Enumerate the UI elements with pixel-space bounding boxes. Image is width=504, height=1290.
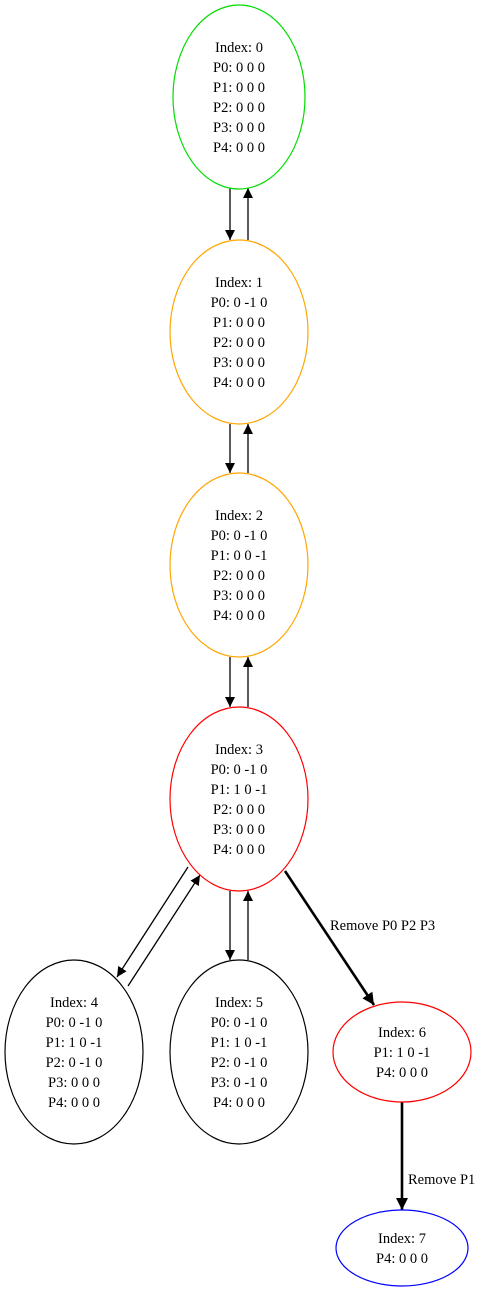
node-1-line-2: P1: 0 0 0 (213, 315, 265, 331)
edge-label-3-to-6: Remove P0 P2 P3 (330, 918, 435, 934)
node-7-ellipse (335, 1209, 469, 1287)
node-3-line-0: Index: 3 (215, 742, 263, 758)
node-2-ellipse (169, 472, 309, 658)
node-0-ellipse (172, 4, 306, 190)
node-7: Index: 7 P4: 0 0 0 (335, 1209, 469, 1287)
node-1: Index: 1 P0: 0 -1 0 P1: 0 0 0 P2: 0 0 0 P3: … (169, 239, 309, 425)
node-4-line-0: Index: 4 (50, 995, 99, 1011)
edge-4-to-3 (127, 874, 201, 987)
node-6-line-0: Index: 6 (378, 1025, 426, 1041)
node-0-line-3: P2: 0 0 0 (213, 100, 265, 116)
node-3-ellipse (169, 706, 309, 892)
node-0-line-1: P0: 0 0 0 (213, 60, 265, 76)
node-2-line-5: P4: 0 0 0 (213, 608, 265, 624)
node-3-line-5: P4: 0 0 0 (213, 842, 265, 858)
edges-group: Remove P0 P2 P3 Remove P1 (116, 188, 475, 1210)
node-1-line-1: P0: 0 -1 0 (211, 295, 268, 311)
node-0-line-2: P1: 0 0 0 (213, 80, 265, 96)
node-2-line-0: Index: 2 (215, 508, 263, 524)
node-1-line-0: Index: 1 (215, 275, 263, 291)
node-5-line-0: Index: 5 (215, 995, 263, 1011)
node-6-line-1: P1: 1 0 -1 (374, 1045, 431, 1061)
node-7-line-0: Index: 7 (378, 1231, 426, 1247)
node-2: Index: 2 P0: 0 -1 0 P1: 0 0 -1 P2: 0 0 0 P3:… (169, 472, 309, 658)
node-4-line-2: P1: 1 0 -1 (46, 1035, 103, 1051)
node-0-line-0: Index: 0 (215, 40, 263, 56)
node-5-ellipse (169, 959, 309, 1145)
node-6-ellipse (332, 1001, 472, 1103)
node-5-line-5: P4: 0 0 0 (213, 1095, 265, 1111)
node-3-line-1: P0: 0 -1 0 (211, 762, 268, 778)
node-2-line-3: P2: 0 0 0 (213, 568, 265, 584)
node-6-line-2: P4: 0 0 0 (376, 1065, 428, 1081)
node-4-line-4: P3: 0 0 0 (48, 1075, 100, 1091)
node-5-line-4: P3: 0 -1 0 (211, 1075, 268, 1091)
node-7-line-1: P4: 0 0 0 (376, 1251, 428, 1267)
node-5-line-3: P2: 0 -1 0 (211, 1055, 268, 1071)
node-3: Index: 3 P0: 0 -1 0 P1: 1 0 -1 P2: 0 0 0 P3:… (169, 706, 309, 892)
node-5: Index: 5 P0: 0 -1 0 P1: 1 0 -1 P2: 0 -1 0 P3… (169, 959, 309, 1145)
node-4-line-1: P0: 0 -1 0 (46, 1015, 103, 1031)
node-1-ellipse (169, 239, 309, 425)
node-4-line-5: P4: 0 0 0 (48, 1095, 100, 1111)
node-0: Index: 0 P0: 0 0 0 P1: 0 0 0 P2: 0 0 0 P3: 0… (172, 4, 306, 190)
node-0-line-4: P3: 0 0 0 (213, 120, 265, 136)
edge-3-to-6 (283, 870, 376, 1006)
nodes-group: Index: 0 P0: 0 0 0 P1: 0 0 0 P2: 0 0 0 P3: 0… (4, 4, 472, 1287)
node-5-line-2: P1: 1 0 -1 (211, 1035, 268, 1051)
node-4-line-3: P2: 0 -1 0 (46, 1055, 103, 1071)
node-1-line-5: P4: 0 0 0 (213, 375, 265, 391)
node-3-line-2: P1: 1 0 -1 (211, 782, 268, 798)
node-1-line-4: P3: 0 0 0 (213, 355, 265, 371)
node-3-line-3: P2: 0 0 0 (213, 802, 265, 818)
node-4: Index: 4 P0: 0 -1 0 P1: 1 0 -1 P2: 0 -1 0 P3… (4, 959, 144, 1145)
edge-label-6-to-7: Remove P1 (408, 1172, 475, 1188)
node-6: Index: 6 P1: 1 0 -1 P4: 0 0 0 (332, 1001, 472, 1103)
node-4-ellipse (4, 959, 144, 1145)
node-1-line-3: P2: 0 0 0 (213, 335, 265, 351)
node-5-line-1: P0: 0 -1 0 (211, 1015, 268, 1031)
node-2-line-2: P1: 0 0 -1 (211, 548, 268, 564)
node-3-line-4: P3: 0 0 0 (213, 822, 265, 838)
node-0-line-5: P4: 0 0 0 (213, 140, 265, 156)
node-2-line-1: P0: 0 -1 0 (211, 528, 268, 544)
node-2-line-4: P3: 0 0 0 (213, 588, 265, 604)
edge-3-to-4 (116, 866, 189, 978)
